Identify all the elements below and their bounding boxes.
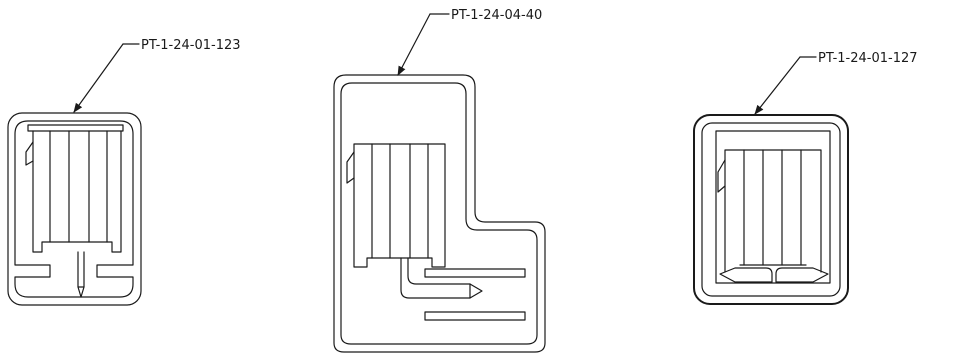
callout-left-leader xyxy=(73,43,124,113)
middle-bent-pin xyxy=(400,257,483,299)
left-outer-outline xyxy=(7,112,142,306)
callout-right-label: PT-1-24-01-127 xyxy=(818,51,918,66)
right-outer-outline xyxy=(693,114,849,305)
part-left xyxy=(7,112,142,306)
right-connector-body xyxy=(724,149,822,273)
callout-right-leader xyxy=(754,56,801,115)
right-foot-left xyxy=(719,267,773,283)
left-inner-outline xyxy=(14,120,134,298)
middle-inner-slot xyxy=(424,268,526,278)
right-latch xyxy=(717,159,726,193)
part-right xyxy=(693,114,849,305)
callout-left: PT-1-24-01-123 xyxy=(73,38,241,113)
left-top-bar xyxy=(27,124,124,132)
part-middle xyxy=(333,74,546,353)
middle-latch xyxy=(346,151,355,184)
callout-middle-leader xyxy=(397,13,431,76)
right-foot-right xyxy=(775,267,829,283)
callout-middle: PT-1-24-04-40 xyxy=(397,8,542,76)
middle-inner-outline xyxy=(340,82,538,345)
callout-left-label: PT-1-24-01-123 xyxy=(141,38,241,53)
left-connector-body xyxy=(32,130,122,253)
right-pocket xyxy=(715,130,831,284)
left-latch xyxy=(25,141,34,166)
right-inner-outline xyxy=(701,122,841,297)
left-pin xyxy=(77,251,85,298)
callout-right: PT-1-24-01-127 xyxy=(754,51,918,115)
middle-outer-outline xyxy=(333,74,546,353)
middle-inner-slot xyxy=(424,311,526,321)
middle-connector-body xyxy=(353,143,446,268)
callout-middle-label: PT-1-24-04-40 xyxy=(451,8,542,23)
